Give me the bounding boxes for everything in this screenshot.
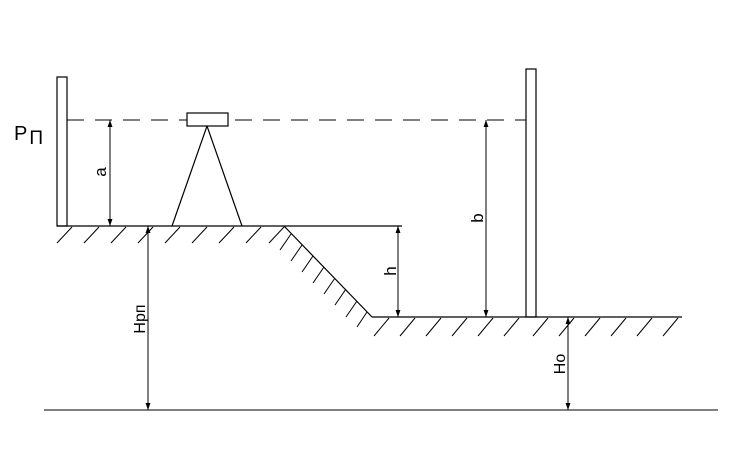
lower-ground-hatching xyxy=(373,317,679,337)
label-ho: Ho xyxy=(552,354,569,375)
upper-ground-hatching xyxy=(56,226,285,244)
tripod-left-leg xyxy=(171,125,208,227)
tripod-right-leg xyxy=(206,125,243,227)
front-leveling-staff xyxy=(525,68,537,318)
label-staff-back-main: Р xyxy=(14,123,27,145)
label-hrp: Hрп xyxy=(132,304,149,333)
label-b: b xyxy=(468,213,487,222)
level-instrument xyxy=(171,112,243,227)
level-telescope xyxy=(186,112,229,127)
slope-hatching xyxy=(279,233,368,328)
label-a: a xyxy=(91,167,110,177)
label-staff-back-sub: П xyxy=(29,128,43,149)
label-h: h xyxy=(381,266,400,275)
back-leveling-staff xyxy=(56,76,68,227)
slope-line xyxy=(283,225,373,318)
